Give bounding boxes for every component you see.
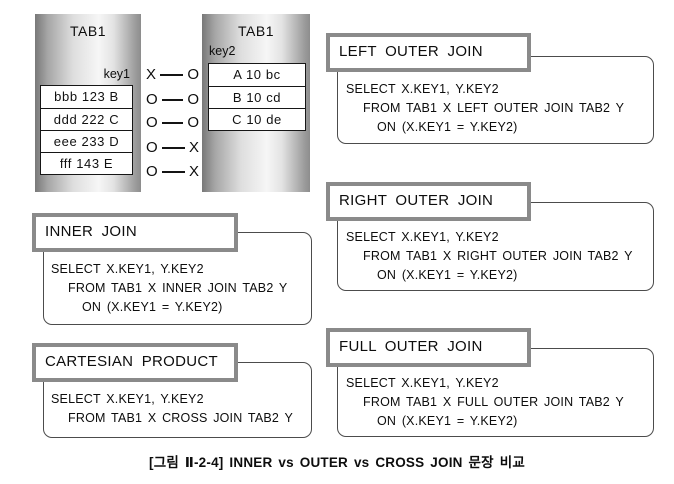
connector-line	[161, 99, 184, 101]
table-row: C 10 de	[209, 108, 305, 130]
join-title-cartesian-product: CARTESIAN PRODUCT	[32, 343, 238, 382]
match-connector-row: X O	[146, 66, 199, 84]
sql-line: ON (X.KEY1 = Y.KEY2)	[377, 414, 518, 428]
join-title-full-outer-join: FULL OUTER JOIN	[326, 328, 531, 367]
sql-line: FROM TAB1 X FULL OUTER JOIN TAB2 Y	[363, 395, 624, 409]
table-left-rows: bbb 123 B ddd 222 C eee 233 D fff 143 E	[40, 85, 133, 175]
table-title-left: TAB1	[70, 23, 106, 39]
connector-line	[161, 122, 184, 124]
join-title-inner-join: INNER JOIN	[32, 213, 238, 252]
sql-line: ON (X.KEY1 = Y.KEY2)	[377, 268, 518, 282]
table-row: fff 143 E	[41, 152, 132, 174]
connector-line	[161, 171, 185, 173]
table-row: ddd 222 C	[41, 108, 132, 130]
connector-symbol-right: X	[188, 163, 199, 180]
sql-line: FROM TAB1 X CROSS JOIN TAB2 Y	[68, 411, 294, 425]
match-connector-row: O O	[146, 114, 199, 132]
sql-line: ON (X.KEY1 = Y.KEY2)	[377, 120, 518, 134]
key2-label: key2	[209, 44, 236, 58]
connector-symbol-left: O	[146, 91, 158, 108]
table-right-rows: A 10 bc B 10 cd C 10 de	[208, 63, 306, 131]
connector-symbol-left: O	[146, 139, 158, 156]
sql-line: FROM TAB1 X RIGHT OUTER JOIN TAB2 Y	[363, 249, 633, 263]
match-connector-row: O O	[146, 91, 199, 109]
connector-symbol-left: X	[146, 66, 157, 83]
sql-line: ON (X.KEY1 = Y.KEY2)	[82, 300, 223, 314]
sql-line: SELECT X.KEY1, Y.KEY2	[346, 376, 499, 390]
key1-label: key1	[103, 67, 130, 81]
figure-caption: [그림 Ⅱ-2-4] INNER vs OUTER vs CROSS JOIN …	[149, 455, 525, 470]
table-row: eee 233 D	[41, 130, 132, 152]
table-row: A 10 bc	[209, 64, 305, 86]
match-connector-row: O X	[146, 163, 199, 181]
connector-line	[161, 147, 185, 149]
connector-symbol-right: O	[187, 91, 199, 108]
connector-symbol-right: O	[187, 114, 199, 131]
connector-symbol-left: O	[146, 114, 158, 131]
join-title-right-outer-join: RIGHT OUTER JOIN	[326, 182, 531, 221]
connector-line	[160, 74, 184, 76]
sql-line: SELECT X.KEY1, Y.KEY2	[51, 392, 204, 406]
table-row: bbb 123 B	[41, 86, 132, 108]
sql-line: SELECT X.KEY1, Y.KEY2	[346, 82, 499, 96]
sql-line: SELECT X.KEY1, Y.KEY2	[346, 230, 499, 244]
connector-symbol-right: O	[187, 66, 199, 83]
sql-line: FROM TAB1 X LEFT OUTER JOIN TAB2 Y	[363, 101, 625, 115]
table-title-right: TAB1	[238, 23, 274, 39]
table-row: B 10 cd	[209, 86, 305, 108]
connector-symbol-right: X	[188, 139, 199, 156]
join-title-left-outer-join: LEFT OUTER JOIN	[326, 33, 531, 72]
sql-line: FROM TAB1 X INNER JOIN TAB2 Y	[68, 281, 288, 295]
match-connector-row: O X	[146, 139, 199, 157]
sql-line: SELECT X.KEY1, Y.KEY2	[51, 262, 204, 276]
connector-symbol-left: O	[146, 163, 158, 180]
